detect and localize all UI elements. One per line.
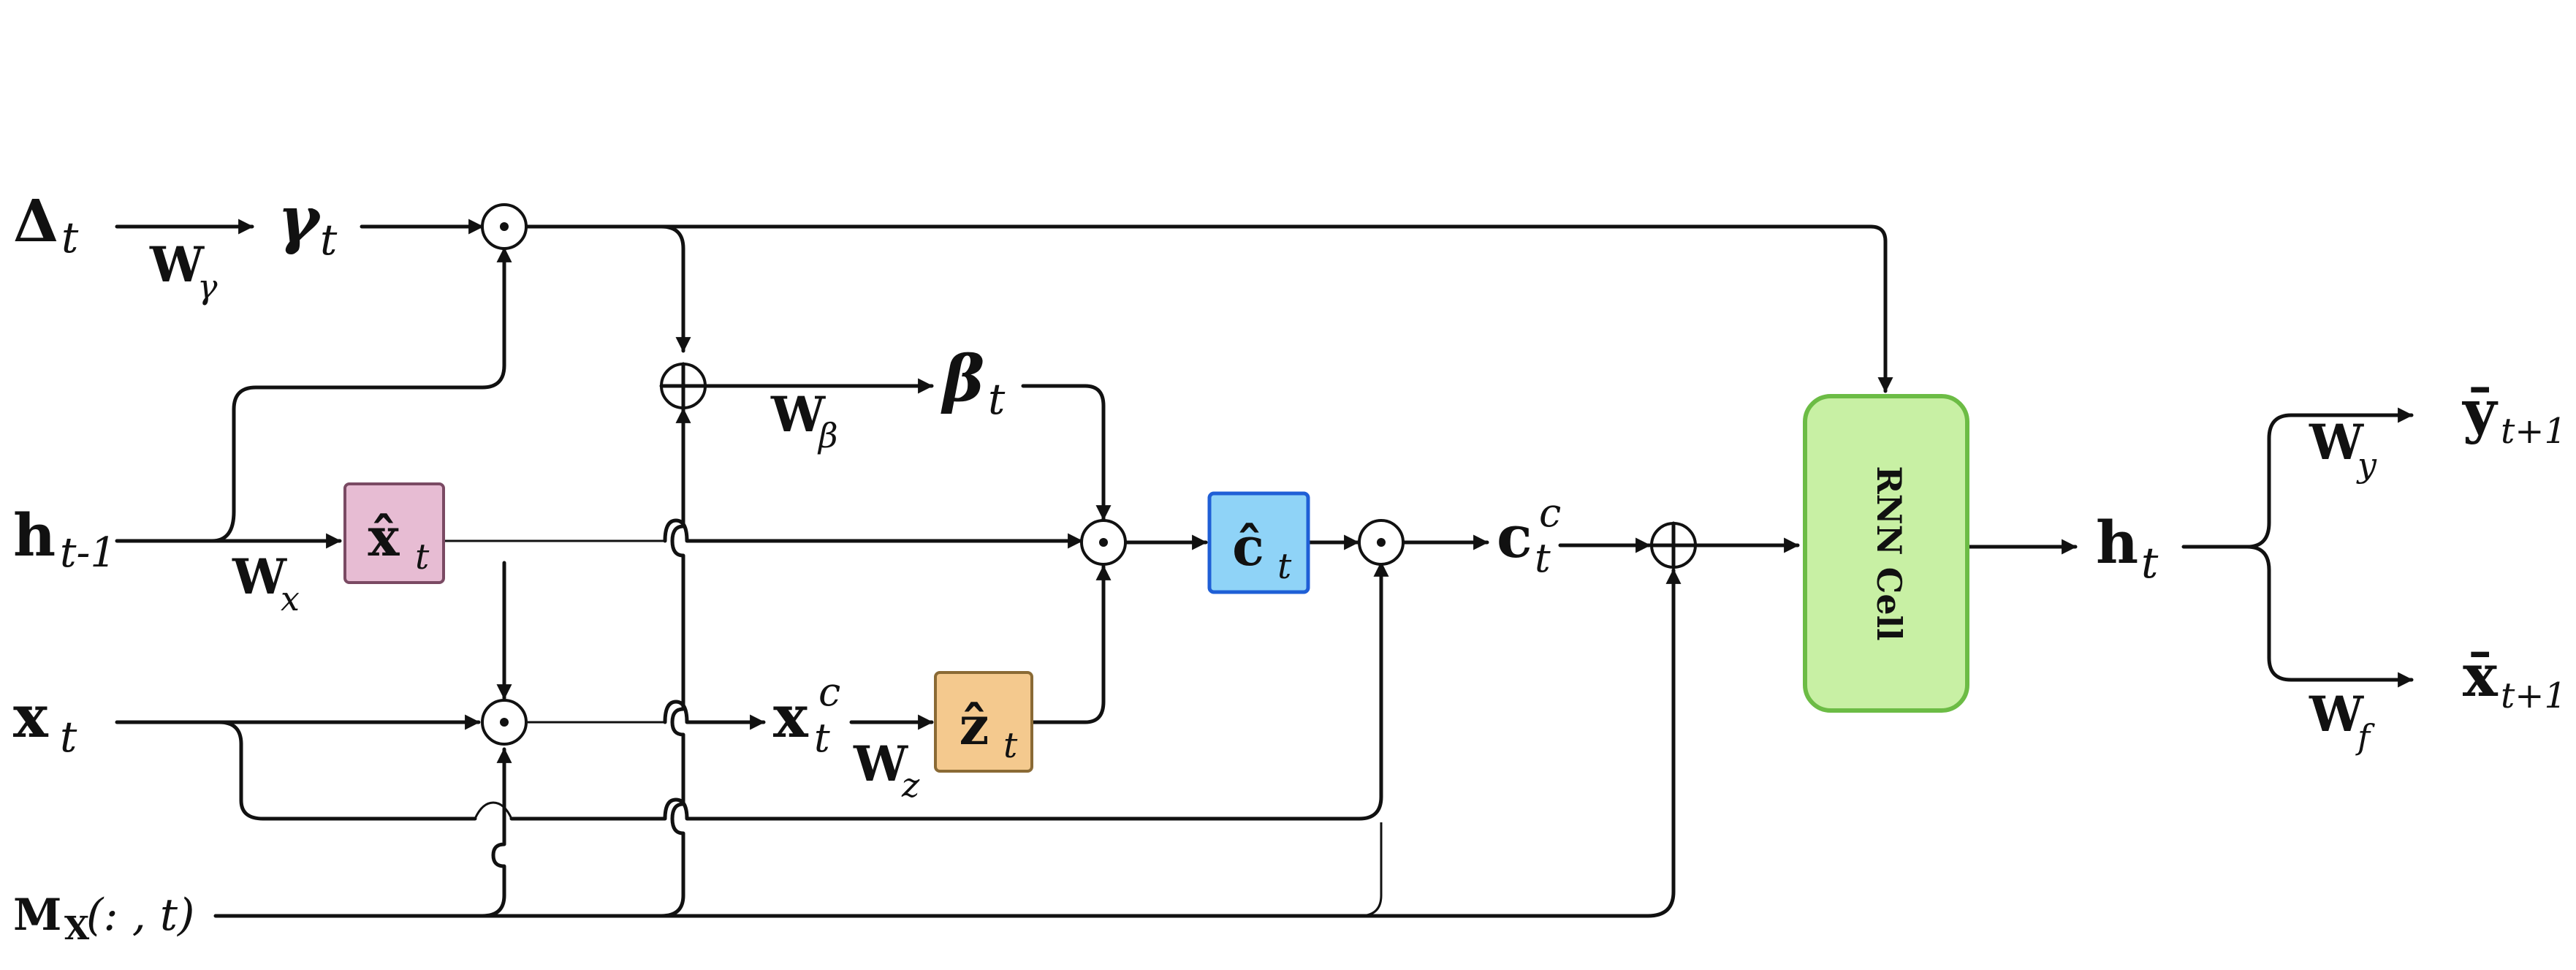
y-out-sub: t+1 bbox=[2501, 411, 2566, 452]
xc-sub: t bbox=[814, 715, 830, 761]
x-out-label: x̄ bbox=[2463, 641, 2499, 710]
hadamard-op-gamma bbox=[481, 203, 528, 250]
beta-var: β t bbox=[941, 342, 1006, 424]
h-out-label: h bbox=[2096, 508, 2138, 577]
add-op-beta bbox=[659, 362, 707, 410]
output-h: h t bbox=[2096, 508, 2159, 588]
mask-to-op2-arrow bbox=[659, 407, 691, 918]
h-to-y-arrow bbox=[2181, 407, 2414, 549]
gamma-to-rnn-arrow bbox=[518, 224, 1893, 393]
x-hat-box: x̂ t bbox=[343, 482, 445, 584]
c-hat-box: ĉ t bbox=[1207, 491, 1310, 594]
w-beta-label: W bbox=[770, 386, 826, 443]
c-hat-label: ĉ bbox=[1232, 515, 1264, 577]
h-to-x-arrow bbox=[2245, 545, 2414, 688]
w-gamma: W γ bbox=[149, 236, 218, 306]
x-to-op5-arrow bbox=[509, 561, 1389, 821]
output-x: x̄ t+1 bbox=[2463, 641, 2566, 716]
x-out-sub: t+1 bbox=[2501, 675, 2566, 716]
xc-sup: c bbox=[818, 669, 840, 715]
hadamard-op-c bbox=[1080, 519, 1127, 566]
mask-label: M bbox=[13, 890, 61, 941]
beta-to-op4-arrow bbox=[1021, 384, 1112, 521]
mask-to-op6-arrow bbox=[213, 568, 1682, 918]
input-mask: M X (: , t) bbox=[13, 890, 194, 947]
h-prev-label: h bbox=[13, 501, 56, 569]
cc-sup: c bbox=[1539, 490, 1561, 536]
operators bbox=[481, 203, 1698, 746]
add-op-c bbox=[1649, 521, 1698, 569]
rnn-cell-label: RNN Cell bbox=[1869, 466, 1909, 640]
mask-args: (: , t) bbox=[86, 890, 194, 941]
output-y: ȳ t+1 bbox=[2461, 376, 2566, 452]
x-hat-label: x̂ bbox=[368, 506, 400, 568]
zhat-to-op4-arrow bbox=[1030, 564, 1112, 724]
w-gamma-label: W bbox=[149, 236, 205, 293]
w-f-sub: f bbox=[2355, 717, 2375, 757]
h-out-sub: t bbox=[2141, 538, 2159, 588]
w-gamma-sub: γ bbox=[197, 267, 218, 306]
wires bbox=[115, 219, 2414, 918]
h-prev-sub: t-1 bbox=[60, 529, 116, 577]
xc-var: x t c bbox=[773, 669, 840, 761]
xc-label: x bbox=[773, 682, 809, 751]
w-beta: W β bbox=[770, 386, 838, 455]
cc-var: c t c bbox=[1497, 490, 1561, 581]
x-label: x bbox=[13, 682, 49, 751]
x-branch-a bbox=[217, 720, 477, 821]
w-z-label: W bbox=[853, 735, 908, 792]
cc-label: c bbox=[1497, 502, 1532, 571]
cc-sub: t bbox=[1535, 535, 1551, 581]
w-x: W x bbox=[232, 548, 300, 618]
hadamard-op-x bbox=[481, 699, 528, 746]
input-x: x t bbox=[13, 682, 77, 762]
w-y: W y bbox=[2309, 414, 2377, 485]
x-sub: t bbox=[60, 712, 77, 762]
input-delta: Δ t bbox=[13, 186, 79, 262]
mask-sub: X bbox=[64, 910, 90, 947]
w-y-sub: y bbox=[2356, 445, 2377, 485]
w-z: W z bbox=[853, 735, 920, 805]
w-z-sub: z bbox=[901, 765, 920, 805]
input-h-prev: h t-1 bbox=[13, 501, 116, 577]
c-hat-sub: t bbox=[1277, 546, 1292, 587]
xhat-to-op4-arrow bbox=[663, 518, 1084, 549]
gamma-label: γ bbox=[278, 183, 322, 257]
y-out-label: ȳ bbox=[2461, 376, 2499, 445]
z-hat-sub: t bbox=[1003, 725, 1018, 766]
rnn-cell-box: RNN Cell bbox=[1803, 394, 1969, 713]
mask-to-op5-line bbox=[1359, 822, 1383, 917]
beta-label: β bbox=[941, 342, 984, 416]
w-x-label: W bbox=[232, 548, 287, 605]
beta-sub: t bbox=[988, 374, 1006, 424]
z-hat-box: ẑ t bbox=[934, 671, 1033, 773]
w-y-label: W bbox=[2309, 414, 2364, 471]
h-to-op1-arrow bbox=[210, 246, 512, 543]
gamma-var: γ t bbox=[278, 183, 338, 265]
w-x-sub: x bbox=[281, 579, 300, 618]
op3-to-xc-arrow bbox=[663, 700, 766, 730]
hadamard-op-mask bbox=[1358, 519, 1405, 566]
gamma-sub: t bbox=[320, 215, 338, 265]
delta-label: Δ bbox=[13, 186, 58, 255]
x-hat-sub: t bbox=[415, 537, 430, 577]
mask-to-op3-arrow bbox=[480, 747, 512, 918]
delta-sub: t bbox=[61, 213, 79, 262]
gamma-to-op2-arrow bbox=[659, 224, 691, 353]
w-beta-sub: β bbox=[817, 416, 838, 455]
w-f: W f bbox=[2309, 686, 2375, 757]
z-hat-label: ẑ bbox=[960, 694, 989, 757]
x-branch-hop1 bbox=[474, 801, 513, 819]
w-f-label: W bbox=[2309, 686, 2364, 743]
